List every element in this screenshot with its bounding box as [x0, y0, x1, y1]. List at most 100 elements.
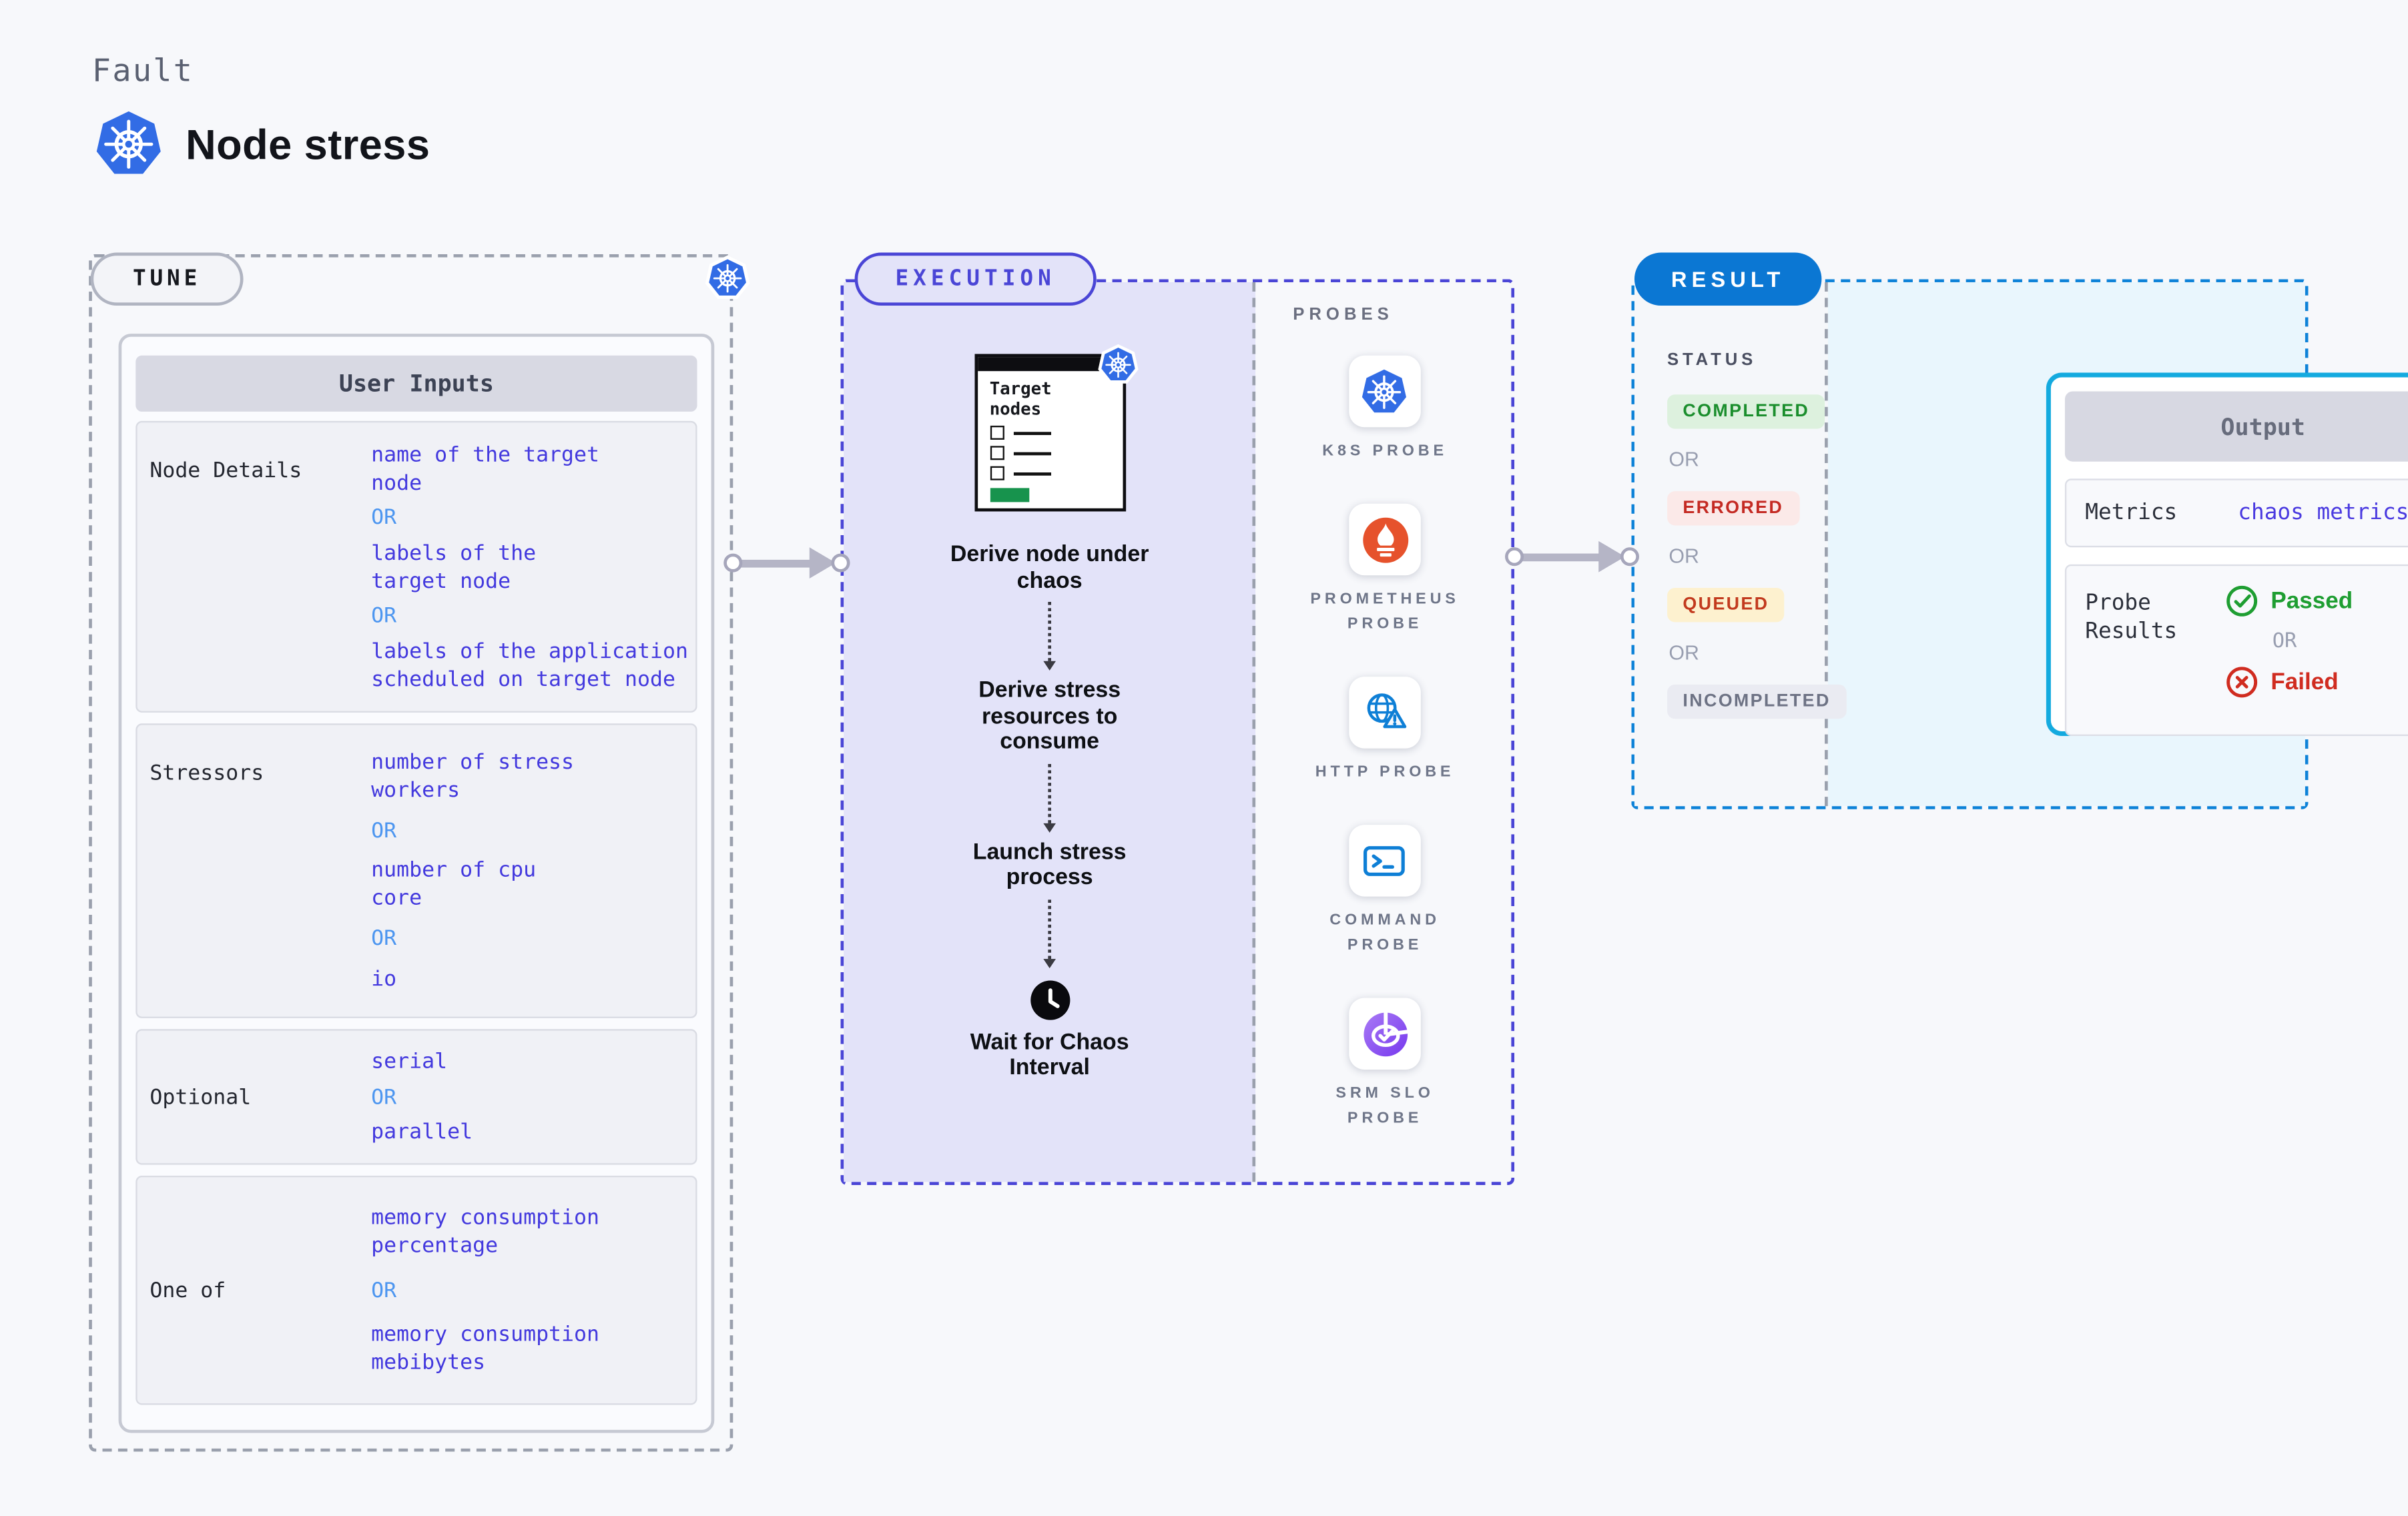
node-list-item	[989, 425, 1123, 440]
flow-step-launch-stress: Launch stress process	[972, 839, 1127, 891]
page-title: Node stress	[186, 121, 430, 169]
arrow-execution-to-result	[1505, 536, 1639, 577]
value-item: serial	[371, 1050, 448, 1075]
metrics-value: chaos metrics	[2238, 500, 2408, 526]
output-panel: Output Metrics chaos metrics Probe Resul…	[1827, 282, 2408, 807]
failed-result: Failed	[2226, 666, 2353, 699]
user-inputs-header: User Inputs	[135, 355, 697, 412]
row-label: Node Details	[149, 458, 302, 484]
probe-card	[1349, 355, 1421, 428]
row-stressors: Stressors number of stress workers OR nu…	[135, 723, 697, 1018]
or-separator: OR	[2272, 630, 2297, 654]
or-separator: OR	[371, 818, 397, 843]
clock-icon	[1028, 978, 1071, 1020]
status-badge-incompleted: INCOMPLETED	[1667, 684, 1847, 719]
card-title-bar	[977, 357, 1123, 372]
passed-label: Passed	[2271, 587, 2353, 615]
dotted-connector	[1043, 899, 1057, 968]
value-item: io	[371, 967, 397, 992]
srm-slo-icon	[1361, 1010, 1409, 1058]
status-panel: STATUS COMPLETED OR ERRORED OR QUEUED OR…	[1634, 282, 1847, 807]
metrics-row: Metrics chaos metrics	[2064, 478, 2408, 548]
probe-name: PROMETHEUS PROBE	[1310, 591, 1460, 633]
probes-panel: PROBES K8S PROBE PROMETHEUS PROBE HTTP P…	[1259, 282, 1512, 1182]
status-label: STATUS	[1667, 350, 1757, 370]
checkbox-icon	[989, 425, 1004, 440]
probe-results-label: Probe Results	[2085, 591, 2178, 645]
or-separator: OR	[1669, 447, 1699, 471]
failed-x-icon	[2226, 666, 2259, 699]
failed-label: Failed	[2271, 669, 2339, 696]
http-globe-icon	[1361, 689, 1409, 737]
tune-pill: TUNE	[90, 252, 244, 306]
or-separator: OR	[371, 603, 397, 629]
flow-step-derive-stress: Derive stress resources to consume	[978, 678, 1121, 755]
user-inputs-table: User Inputs Node Details name of the tar…	[118, 334, 715, 1433]
or-separator: OR	[1669, 641, 1699, 665]
value-item: labels of the target node	[371, 540, 537, 594]
green-button	[989, 488, 1029, 502]
kubernetes-icon	[1361, 367, 1409, 415]
status-badge-queued: QUEUED	[1667, 587, 1785, 623]
user-inputs-rows: Node Details name of the target node OR …	[135, 420, 697, 1405]
row-label: One of	[149, 1278, 226, 1303]
probe-http: HTTP PROBE	[1315, 677, 1455, 786]
checkbox-icon	[989, 446, 1004, 460]
metrics-label: Metrics	[2085, 500, 2178, 526]
output-card: Output Metrics chaos metrics Probe Resul…	[2046, 372, 2408, 736]
result-pill: RESULT	[1634, 252, 1822, 306]
value-item: memory consumption percentage	[371, 1205, 600, 1259]
value-item: name of the target node	[371, 442, 600, 495]
value-item: parallel	[371, 1119, 473, 1144]
kubernetes-icon	[93, 109, 164, 179]
flow-step-wait-interval: Wait for Chaos Interval	[970, 1030, 1129, 1081]
probe-card	[1349, 503, 1421, 576]
or-separator: OR	[371, 926, 397, 952]
target-nodes-card: Target nodes	[974, 354, 1125, 512]
probe-prometheus: PROMETHEUS PROBE	[1310, 503, 1460, 638]
probe-name: HTTP PROBE	[1315, 764, 1455, 781]
row-label: Stressors	[149, 761, 264, 786]
value-item: labels of the application scheduled on t…	[371, 638, 689, 692]
node-list-item	[989, 466, 1123, 480]
tune-section	[89, 254, 733, 1452]
passed-result: Passed	[2226, 585, 2353, 617]
row-node-details: Node Details name of the target node OR …	[135, 420, 697, 713]
value-item: number of cpu core	[371, 858, 537, 911]
result-section: Output Metrics chaos metrics Probe Resul…	[1631, 279, 2408, 809]
status-badge-completed: COMPLETED	[1667, 394, 1825, 429]
probe-card	[1349, 998, 1421, 1070]
output-header: Output	[2064, 391, 2408, 462]
prometheus-icon	[1361, 515, 1409, 563]
row-optional: Optional serial OR parallel	[135, 1029, 697, 1165]
probe-card	[1349, 825, 1421, 897]
value-item: memory consumption mebibytes	[371, 1322, 600, 1375]
dotted-connector	[1043, 763, 1057, 832]
command-terminal-icon	[1361, 837, 1409, 885]
status-badge-errored: ERRORED	[1667, 491, 1799, 526]
execution-pill: EXECUTION	[854, 252, 1097, 306]
fault-label: Fault	[91, 51, 194, 89]
execution-section: Target nodes Derive node under chaos Der…	[840, 279, 1515, 1185]
flow-step-derive-node: Derive node under chaos	[950, 542, 1149, 594]
or-separator: OR	[1669, 544, 1699, 568]
probe-name: K8S PROBE	[1322, 442, 1448, 460]
value-item: number of stress workers	[371, 749, 575, 803]
probe-srm-slo: SRM SLO PROBE	[1335, 998, 1434, 1132]
probe-card	[1349, 677, 1421, 749]
probe-name: COMMAND PROBE	[1329, 912, 1440, 955]
or-separator: OR	[371, 505, 397, 530]
probe-k8s: K8S PROBE	[1322, 355, 1448, 465]
probe-list: K8S PROBE PROMETHEUS PROBE HTTP PROBE CO…	[1259, 355, 1512, 1132]
or-separator: OR	[371, 1278, 397, 1303]
probe-name: SRM SLO PROBE	[1335, 1085, 1434, 1128]
kubernetes-icon	[1096, 343, 1139, 386]
node-list-item	[989, 446, 1123, 460]
target-nodes-title: Target nodes	[989, 378, 1052, 420]
or-separator: OR	[371, 1084, 397, 1110]
checkbox-icon	[989, 466, 1004, 480]
dotted-connector	[1043, 602, 1057, 671]
passed-check-icon	[2226, 585, 2259, 617]
